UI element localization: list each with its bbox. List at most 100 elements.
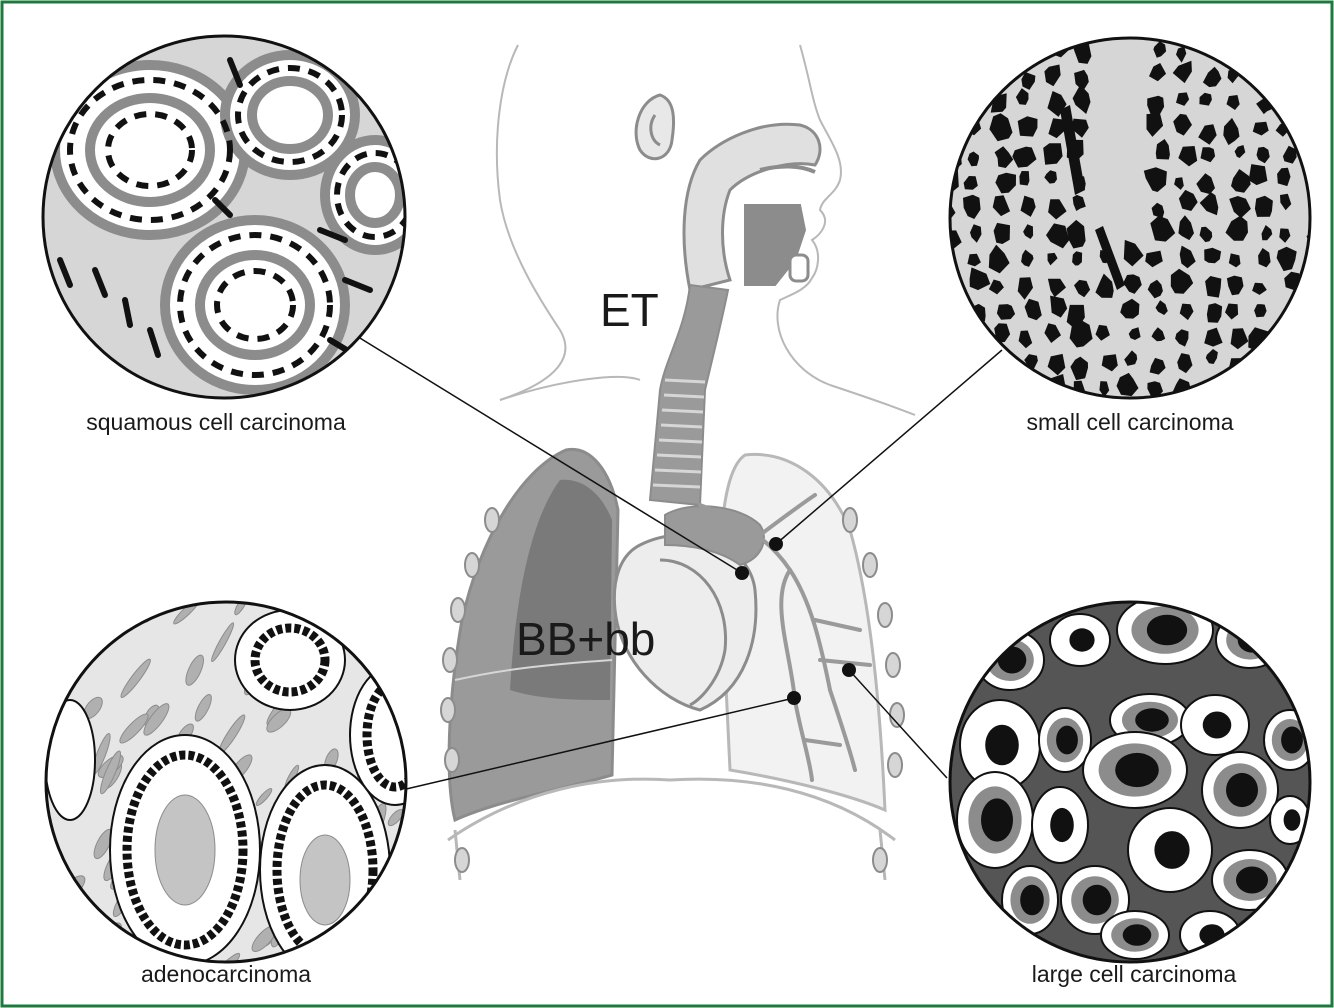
large-cell-nucleus xyxy=(1050,808,1074,842)
small-cell-nucleus xyxy=(941,297,955,316)
small-cell-nucleus xyxy=(967,94,984,110)
small-cell-nucleus xyxy=(1019,171,1029,186)
stroma-streak xyxy=(65,892,89,920)
small-cell-nucleus xyxy=(968,66,980,77)
label-bb: BB+bb xyxy=(516,613,655,665)
small-cell-nucleus xyxy=(1312,203,1322,215)
small-cell-nucleus xyxy=(1018,46,1030,62)
small-cell-nucleus xyxy=(1274,91,1296,113)
small-cell-nucleus xyxy=(942,348,964,375)
small-cell-nucleus xyxy=(940,71,954,87)
small-cell-nucleus xyxy=(1280,382,1292,396)
stroma-streak xyxy=(46,897,73,935)
small-cell-nucleus xyxy=(994,223,1010,244)
stroma-streak xyxy=(404,811,422,837)
small-cell-nucleus xyxy=(993,41,1013,60)
small-cell-nucleus xyxy=(944,399,960,417)
small-cell-nucleus xyxy=(991,369,1013,401)
small-cell-nucleus xyxy=(1252,39,1270,59)
stroma-streak xyxy=(340,614,361,634)
small-cell-nucleus xyxy=(1309,120,1325,139)
stroma-streak xyxy=(34,902,60,949)
small-cell-nucleus xyxy=(948,333,961,350)
small-cell-nucleus xyxy=(1251,405,1266,426)
large-cell-nucleus xyxy=(1020,885,1044,916)
site-marker-squamous xyxy=(735,566,749,580)
small-cell-nucleus xyxy=(1314,297,1323,312)
small-cell-nucleus xyxy=(1308,349,1326,370)
stroma-streak xyxy=(35,615,72,658)
stroma-streak xyxy=(72,591,95,623)
small-cell-nucleus xyxy=(1304,325,1329,348)
label-et: ET xyxy=(600,284,659,336)
large-cell-nucleus xyxy=(1226,773,1258,807)
large-cell-nucleus xyxy=(985,725,1019,766)
stroma-streak xyxy=(319,588,344,624)
small-cell-nucleus xyxy=(1300,96,1321,115)
small-cell-nucleus xyxy=(941,117,953,130)
small-cell-nucleus xyxy=(1205,276,1221,298)
small-cell-nucleus xyxy=(968,403,989,428)
stroma-streak xyxy=(104,588,138,625)
caption-adeno: adenocarcinoma xyxy=(141,961,311,987)
small-cell-nucleus xyxy=(940,278,954,289)
small-cell-nucleus xyxy=(1251,68,1265,82)
small-cell-nucleus xyxy=(1308,168,1323,191)
large-cell-nucleus xyxy=(1056,726,1078,755)
large-cell-nucleus xyxy=(981,798,1013,841)
stroma-streak xyxy=(87,933,116,979)
large-cell-nucleus xyxy=(1123,924,1152,946)
large-cell-cytoplasm xyxy=(1226,620,1274,659)
small-cell-nucleus xyxy=(964,40,985,56)
site-marker-adeno xyxy=(787,691,801,705)
small-cell-nucleus xyxy=(1312,257,1323,271)
small-cell-nucleus xyxy=(1251,357,1266,375)
large-cell-nucleus xyxy=(1069,628,1094,651)
small-cell-nucleus xyxy=(1280,68,1297,85)
small-cell-nucleus xyxy=(1278,350,1300,379)
adenocarcinoma-micrograph xyxy=(32,585,440,988)
small-cell-nucleus xyxy=(1021,377,1037,393)
site-marker-small-cell xyxy=(769,537,783,551)
large-cell-nucleus xyxy=(1147,615,1187,646)
small-cell-nucleus xyxy=(997,355,1014,370)
small-cell-nucleus xyxy=(944,45,956,60)
small-cell-nucleus xyxy=(944,91,965,120)
small-cell-nucleus xyxy=(1298,137,1320,161)
site-marker-large-cell xyxy=(842,663,856,677)
small-cell-nucleus xyxy=(1277,325,1298,345)
large-cell-micrograph xyxy=(940,595,1320,975)
large-cell-nucleus xyxy=(1135,708,1169,731)
caption-large-cell: large cell carcinoma xyxy=(1032,961,1237,987)
large-cell-nucleus xyxy=(1284,809,1301,831)
small-cell-nucleus xyxy=(1278,412,1292,425)
caption-squamous: squamous cell carcinoma xyxy=(86,409,346,435)
large-cell-nucleus xyxy=(1281,727,1303,754)
large-cell-nucleus xyxy=(1203,712,1232,739)
upper-airway xyxy=(684,124,820,290)
small-cell-nucleus xyxy=(1305,400,1326,426)
large-cell-nucleus xyxy=(1083,885,1112,916)
ear xyxy=(636,95,673,159)
stroma-streak xyxy=(387,644,419,688)
small-cell-nucleus xyxy=(1306,372,1328,395)
stroma-streak xyxy=(32,607,71,643)
large-cell-nucleus xyxy=(1154,831,1189,869)
stroma-streak xyxy=(343,601,378,635)
stroma-streak xyxy=(47,909,66,946)
small-cell-nucleus xyxy=(1304,39,1317,58)
large-cell-nucleus xyxy=(998,647,1027,674)
small-cell-nucleus xyxy=(1283,44,1301,63)
large-cell-nucleus xyxy=(1115,753,1159,787)
stroma-streak xyxy=(381,606,414,637)
large-cell-nucleus xyxy=(1236,867,1268,894)
trachea xyxy=(650,285,728,505)
small-cell-micrograph xyxy=(938,30,1330,431)
caption-small-cell: small cell carcinoma xyxy=(1026,409,1233,435)
small-cell-nucleus xyxy=(1258,377,1272,393)
stroma-streak xyxy=(57,590,77,613)
small-cell-nucleus xyxy=(1200,387,1214,399)
small-cell-nucleus xyxy=(990,405,1013,432)
small-cell-nucleus xyxy=(1222,44,1241,63)
